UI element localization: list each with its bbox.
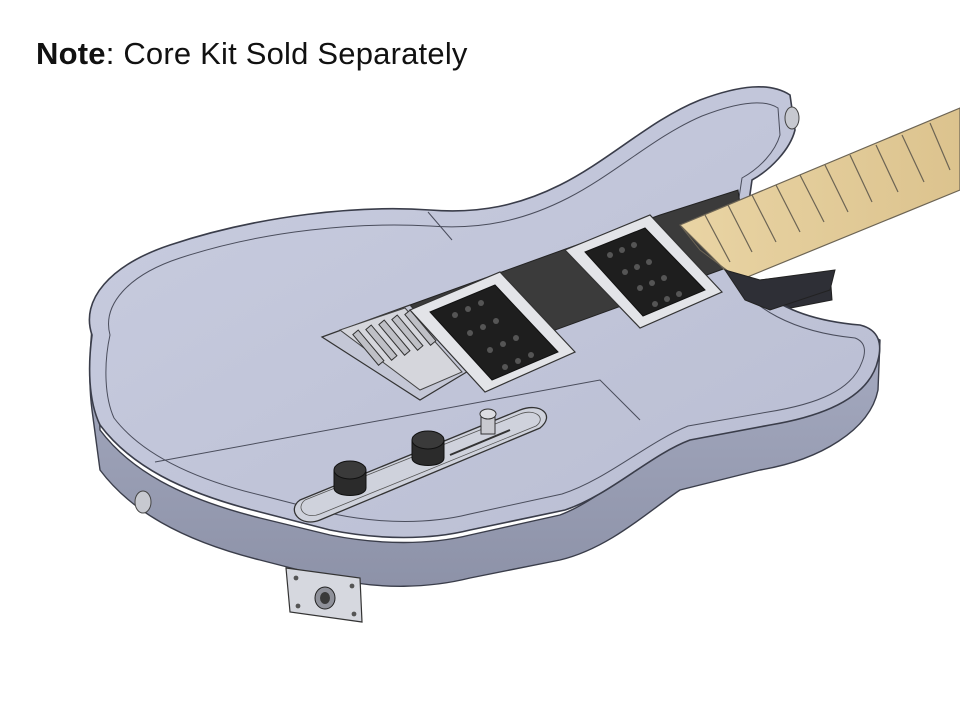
- note-label: Note: [36, 36, 106, 71]
- bridge-icon: [320, 304, 471, 401]
- note-caption: Note: Core Kit Sold Separately: [36, 36, 468, 72]
- bridge-pickup-icon: [408, 271, 577, 393]
- note-separator: :: [105, 36, 115, 71]
- output-jack-icon: [285, 567, 363, 623]
- neck-pickup-icon: [563, 214, 724, 329]
- note-text: Core Kit Sold Separately: [123, 36, 468, 71]
- volume-knob-icon: [333, 460, 367, 496]
- neck-icon: [678, 107, 960, 311]
- strap-button-icon: [134, 106, 800, 514]
- selector-switch-icon: [479, 408, 497, 435]
- tone-knob-icon: [411, 430, 445, 466]
